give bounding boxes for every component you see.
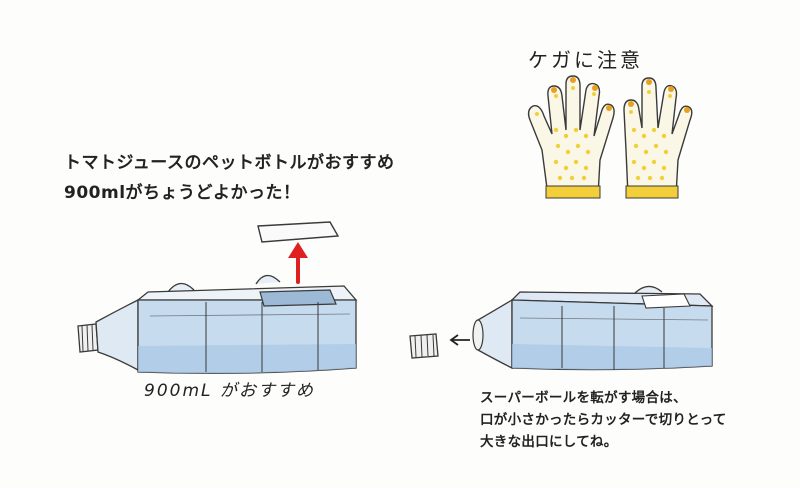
left-glove-icon xyxy=(527,75,615,199)
bottle-caption: 900mL がおすすめ xyxy=(144,381,315,401)
left-arrow-icon xyxy=(449,334,470,346)
note-line-2: 口が小さかったらカッターで切りとって xyxy=(480,412,727,428)
right-glove-icon xyxy=(623,77,693,199)
intro-text-line-2: 900mlがちょうどよかった！ xyxy=(64,183,301,203)
left-bottle-illustration xyxy=(77,274,358,374)
note-line-3: 大きな出口にしてね。 xyxy=(480,434,618,450)
right-bottle-illustration xyxy=(472,285,714,371)
note-line-1: スーパーボールを転がす場合は、 xyxy=(480,390,687,406)
up-arrow-icon xyxy=(288,242,308,284)
intro-text-line-1: トマトジュースのペットボトルがおすすめ xyxy=(64,153,395,173)
cut-panel-piece xyxy=(257,221,340,243)
removed-cap-icon xyxy=(409,333,439,359)
gloves-caption: ケガに注意 xyxy=(528,48,643,72)
